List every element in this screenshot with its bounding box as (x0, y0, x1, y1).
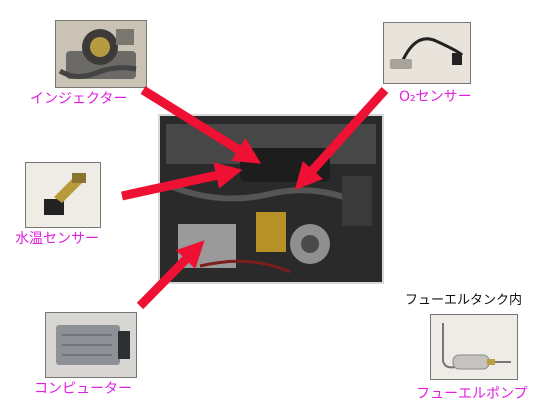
injector-label: インジェクター (30, 91, 128, 107)
computer-label: コンピューター (34, 381, 132, 397)
o2-sensor-image (384, 23, 470, 83)
engine-bay-photo (158, 114, 384, 284)
water-temp-sensor-photo (25, 162, 101, 228)
engine-bay-image (160, 116, 382, 282)
computer-photo (45, 312, 137, 378)
water-temp-sensor-label: 水温センサー (15, 231, 99, 247)
injector-image (56, 21, 146, 87)
o2-sensor-photo (383, 22, 471, 84)
fuel-pump-photo (430, 314, 518, 380)
fuel-pump-image (431, 315, 517, 379)
fuel-pump-location-note: フューエルタンク内 (405, 293, 523, 308)
o2-sensor-label: O₂センサー (399, 89, 472, 105)
computer-image (46, 313, 136, 377)
injector-photo (55, 20, 147, 88)
water-temp-sensor-image (26, 163, 100, 227)
fuel-pump-label: フューエルポンプ (416, 386, 528, 402)
